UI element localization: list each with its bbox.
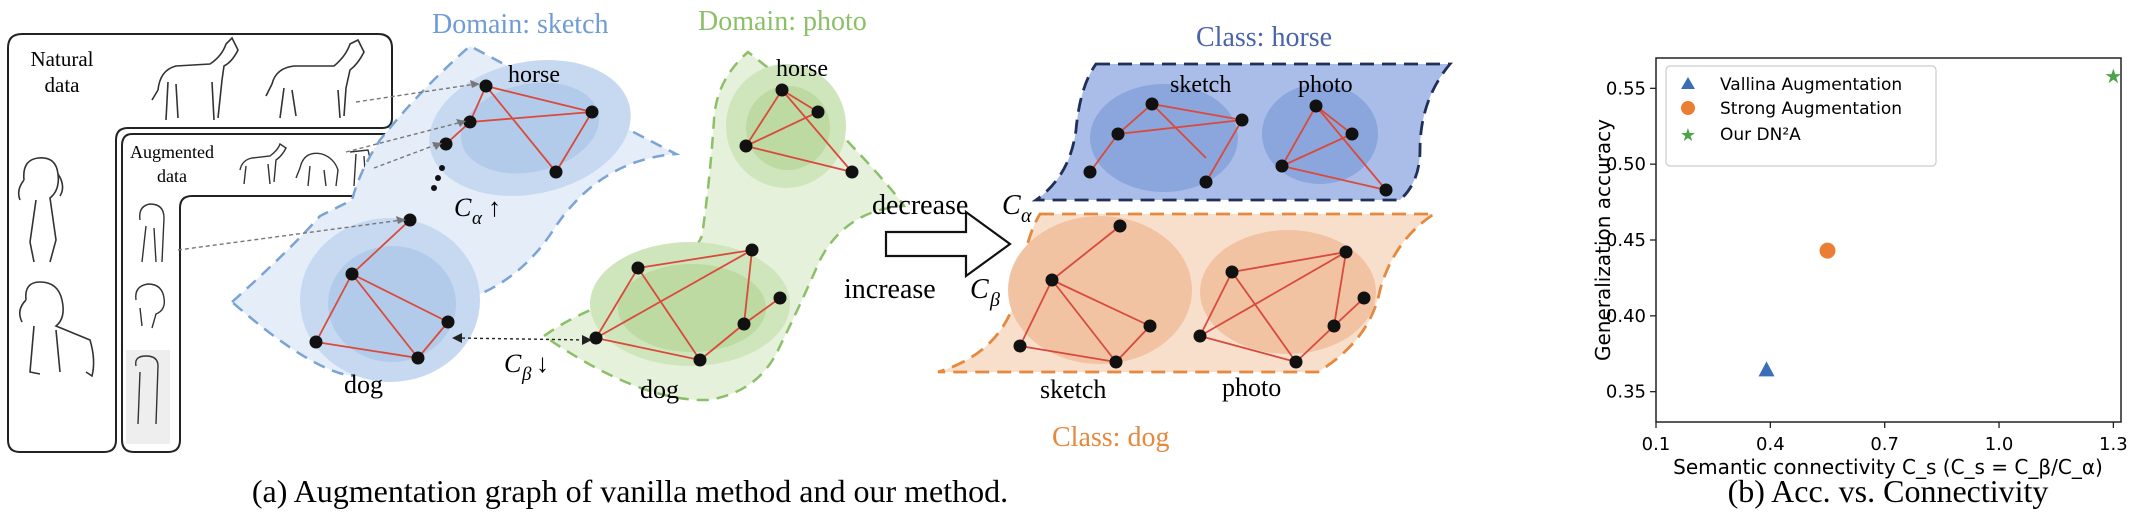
sketch-dog-label: dog (344, 370, 383, 399)
c-beta-arrow (452, 333, 592, 345)
x-tick-label: 0.1 (1642, 434, 1671, 455)
y-tick-label: 0.55 (1606, 78, 1646, 99)
sketch-horse-label: horse (508, 62, 560, 88)
strong-augmentation-point (1819, 242, 1836, 259)
svg-text:decrease: decrease (872, 190, 968, 221)
augmented-dog-sketches (126, 203, 170, 444)
vallina-augmentation-point (1758, 361, 1775, 377)
dog-sketch-2 (18, 281, 95, 378)
x-tick-label: 0.7 (1870, 434, 1899, 455)
transition-arrow (884, 209, 1012, 279)
class-horse-photo-cluster (1262, 84, 1378, 184)
class-horse-sketch-label: sketch (1170, 72, 1231, 98)
photo-horse-graph (739, 83, 859, 179)
domain-sketch-title: Domain: sketch (432, 9, 609, 40)
scatter-chart: 0.1 0.4 0.7 1.0 1.3 0.35 0.40 0.45 0.50 0.55 ★ Va… (1591, 57, 2128, 479)
our-dn2a-point: ★ (2104, 64, 2122, 88)
natural-data-box (7, 33, 393, 453)
x-tick-label: 1.3 (2099, 434, 2128, 455)
svg-text:↓: ↓ (536, 349, 549, 378)
c-alpha-up-label: C α ↑ (454, 193, 501, 229)
svg-text:α: α (472, 208, 483, 229)
svg-text:C: C (504, 349, 522, 378)
photo-horse-label: horse (776, 56, 828, 82)
c-beta-down-label: C β ↓ (504, 349, 549, 385)
decrease-c-alpha-label: decrease C α (872, 190, 1032, 227)
svg-text:β: β (521, 364, 532, 385)
legend-circle-marker (1681, 101, 1695, 115)
horse-sketch-2 (265, 38, 365, 119)
c-alpha-arrow (431, 165, 445, 191)
augmented-label-1: Augmented (130, 142, 214, 162)
caption-a: (a) Augmentation graph of vanilla method… (252, 473, 1008, 509)
svg-text:C: C (454, 193, 472, 222)
caption-b: (b) Acc. vs. Connectivity (1728, 473, 2049, 509)
photo-dog-graph (589, 243, 787, 367)
photo-dog-label: dog (640, 375, 679, 404)
legend-star-marker: ★ (1680, 125, 1696, 146)
horse-sketch-1 (151, 36, 239, 121)
y-tick-label: 0.40 (1606, 306, 1646, 327)
class-horse-photo-label: photo (1298, 72, 1353, 98)
domain-photo-title: Domain: photo (698, 6, 867, 37)
data-points: ★ (1758, 64, 2122, 377)
legend-ours: Our DN²A (1720, 125, 1801, 145)
svg-text:α: α (1021, 205, 1032, 227)
class-horse-title: Class: horse (1196, 22, 1332, 53)
x-axis-label: Semantic connectivity C_s (C_s = C_β/C_α… (1673, 455, 2103, 479)
class-dog-title: Class: dog (1052, 422, 1169, 453)
natural-label-2: data (45, 73, 81, 97)
class-dog (937, 212, 1439, 374)
data-to-node-arrows (177, 83, 477, 251)
dog-sketch-1 (17, 157, 64, 263)
y-tick-label: 0.50 (1606, 154, 1646, 175)
svg-text:increase: increase (844, 274, 936, 305)
legend-triangle-marker (1681, 77, 1695, 89)
legend-strong: Strong Augmentation (1720, 99, 1902, 119)
class-dog-photo-label: photo (1222, 373, 1281, 402)
data-boxes: Natural data Augmented data (7, 33, 395, 453)
augmented-label-2: data (157, 166, 187, 186)
augmented-horse-sketches (239, 142, 373, 187)
sketch-horse-graph (439, 79, 599, 179)
photo-domain (541, 50, 907, 402)
svg-text:↑: ↑ (488, 193, 501, 222)
svg-text:C: C (1002, 190, 1021, 221)
x-tick-label: 1.0 (1985, 434, 2014, 455)
axis-ticks: 0.1 0.4 0.7 1.0 1.3 0.35 0.40 0.45 0.50 0.55 (1606, 78, 2128, 455)
sketch-dog-graph (309, 213, 455, 365)
class-horse-sketch-cluster (1090, 84, 1238, 192)
svg-text:C: C (970, 274, 989, 305)
natural-label-1: Natural (31, 47, 94, 71)
y-axis-label: Generalization accuracy (1591, 119, 1615, 361)
x-tick-label: 0.4 (1756, 434, 1785, 455)
class-dog-sketch-label: sketch (1040, 375, 1106, 404)
legend-vallina: Vallina Augmentation (1720, 75, 1902, 95)
class-horse (1031, 62, 1453, 202)
increase-c-beta-label: increase C β (844, 274, 1000, 311)
y-tick-label: 0.35 (1606, 382, 1646, 403)
legend: Vallina Augmentation Strong Augmentation… (1665, 65, 1937, 167)
y-tick-label: 0.45 (1606, 230, 1646, 251)
svg-text:β: β (989, 289, 1000, 311)
